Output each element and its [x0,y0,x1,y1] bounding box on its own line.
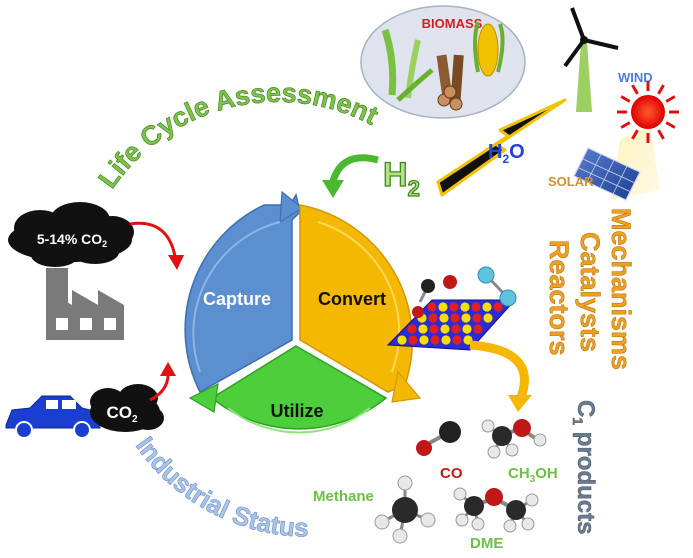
surface-oxygen-atom [412,306,424,318]
sun-ray [620,95,631,103]
catalyst-atom [419,335,429,345]
capture-rim [192,221,281,373]
catalyst-atom [430,335,440,345]
factory-emission-cloud: 5-14% CO2 [8,202,134,267]
car-icon [5,395,101,439]
hydrogen-atom-2 [499,289,517,307]
lightning-bolt-icon [436,98,567,197]
utilize-label: Utilize [270,401,323,421]
catalyst-atom [451,324,461,334]
catalyst-atom [439,313,449,323]
reactors-label: Reactors [544,240,574,356]
factory-to-capture-arrow [129,221,178,263]
mechanisms-label: Mechanisms [606,208,636,370]
co-molecule-icon [416,421,461,456]
log-pile-icon [436,54,464,111]
wind-turbine-icon [563,7,619,112]
products-arrow [469,340,529,402]
hydrogen-label: H2 [383,156,420,201]
utilize-segment [210,345,388,430]
sun-ray [620,121,631,129]
convert-segment [299,204,414,393]
sun-icon [617,81,679,143]
catalyst-atom [397,335,407,345]
utilize-arrowhead [188,382,219,413]
catalyst-atom [493,302,503,312]
catalysts-label: Catalysts [575,232,605,352]
methanol-molecule-icon [481,419,547,459]
catalyst-atom [461,313,471,323]
catalyst-atom [460,302,470,312]
catalyst-atom [462,324,472,334]
co-label: CO [440,465,463,482]
catalyst-atom [428,313,438,323]
capture-arrowhead [279,190,304,224]
wind-label: WIND [618,70,653,85]
capture-segment [184,193,301,394]
biomass-group: BIOMASS [360,5,526,119]
catalyst-atom [418,324,428,334]
car-arrowhead [160,362,176,376]
catalyst-surface [386,266,517,351]
water-label: H2O [488,141,525,166]
methanol-label: CH3OH [508,465,558,485]
factory-co2-label: 5-14% CO2 [37,231,107,249]
sun-ray [665,121,676,129]
convert-label: Convert [318,289,386,309]
catalyst-atom [473,324,483,334]
catalyst-atom [449,302,459,312]
solar-panel-icon [573,147,641,201]
catalyst-atoms [397,302,503,345]
car-co2-label: CO2 [106,403,138,425]
convert-arrowhead [391,370,422,403]
factory-arrowhead [168,255,184,270]
catalyst-atom [429,324,439,334]
hydrogen-arrowhead [322,180,344,198]
sun-ray [631,129,639,140]
dme-label: DME [470,535,503,552]
catalyst-atom [471,302,481,312]
methane-label: Methane [313,488,374,505]
sun-ray [665,95,676,103]
catalyst-atom [438,302,448,312]
industrial-status-arc-text: Industrial Status [130,431,309,543]
dme-molecule-icon [453,487,539,533]
catalyst-atom [472,313,482,323]
products-arrowhead [508,395,532,412]
biomass-label: BIOMASS [422,16,483,31]
c1-products-label: C1 products [570,400,599,534]
adsorbed-oxygen-atom [443,275,457,289]
life-cycle-arc-text: Life Cycle Assessment [92,78,382,194]
catalyst-atom [440,324,450,334]
adsorbed-carbon-atom [421,279,435,293]
catalyst-atom [441,335,451,345]
sun-ray [657,84,665,95]
sun-ray [657,129,665,140]
catalyst-atom [482,302,492,312]
catalyst-atom [408,335,418,345]
utilize-rim [227,407,371,434]
hydrogen-atom-1 [477,266,495,284]
corn-icon [473,21,505,77]
hydrogen-arrow [328,154,379,186]
solar-label: SOLAR [548,174,594,189]
capture-label: Capture [203,289,271,309]
catalyst-atom [483,313,493,323]
catalyst-atom [452,335,462,345]
catalyst-atom [427,302,437,312]
cycle-wheel: Capture Convert Utilize [184,190,422,434]
grass-stalk-icon [381,28,397,96]
sun-ray [631,84,639,95]
methane-molecule-icon [374,475,436,544]
catalyst-atom [450,313,460,323]
convert-rim [317,221,401,373]
factory-icon [46,268,124,340]
catalyst-atom [407,324,417,334]
car-emission-cloud: CO2 [90,384,164,432]
